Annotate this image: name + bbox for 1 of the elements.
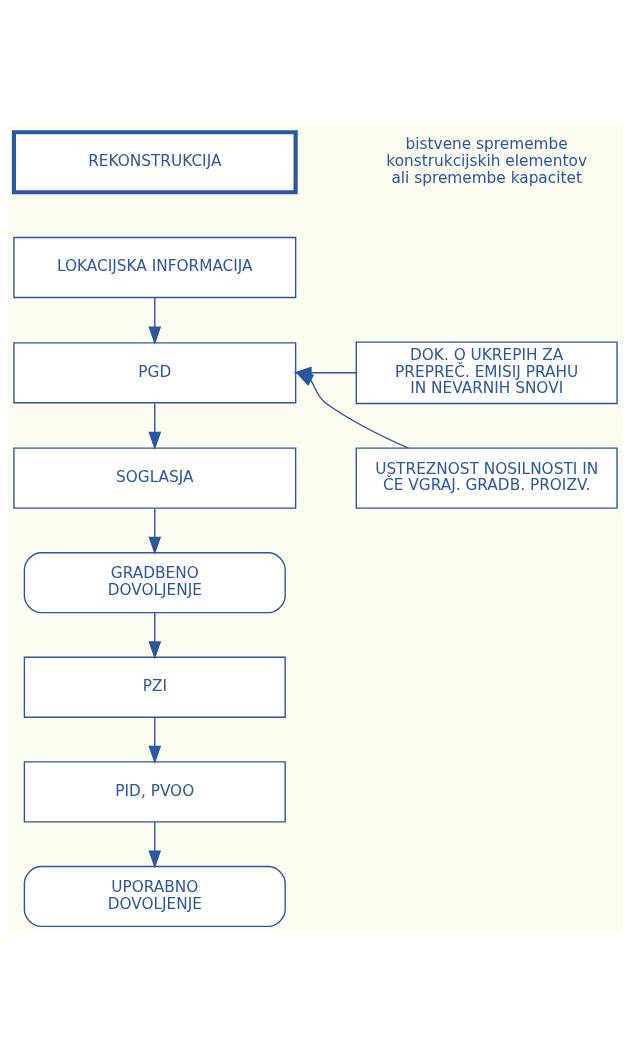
label: bistvene spremembe konstrukcijskih elementov ali spremembe kapacitet bbox=[386, 134, 587, 187]
